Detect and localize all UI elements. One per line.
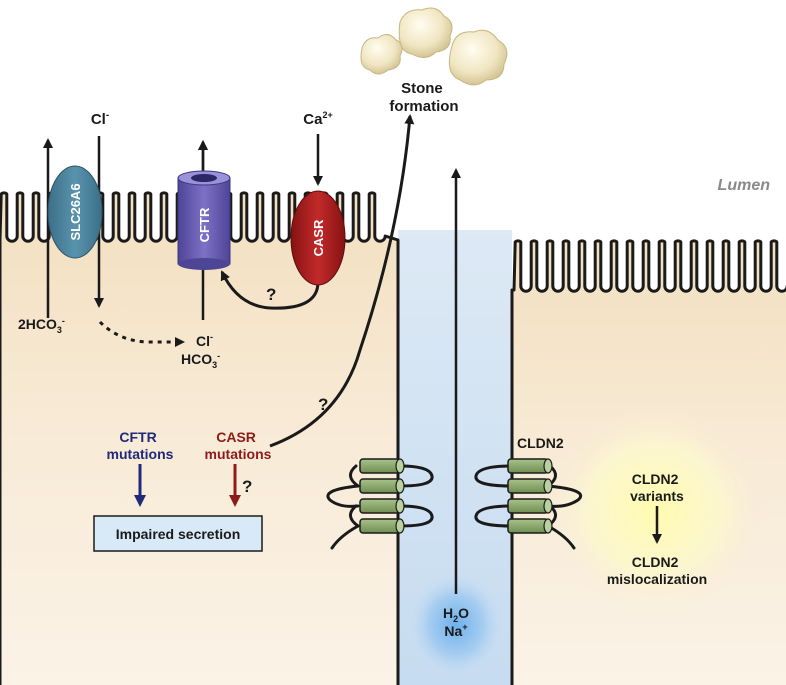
slc26a6-label: SLC26A6 [68,183,83,240]
hco3-bottom-label: HCO3- [181,351,220,370]
cftr-bottom [178,258,230,270]
cldn2-variants-label: CLDN2 variants [630,471,684,504]
ca-top-label: Ca2+ [303,110,332,128]
claudin-domain [507,518,553,534]
slc26a6-oval [47,165,103,259]
cftr-label: CFTR [197,207,212,242]
hco3-left-label: 2HCO3- [18,316,65,335]
variant-glow [545,405,765,615]
casr-oval [290,190,346,286]
cftr-mutations-label: CFTR mutations [107,429,174,462]
claudin-loop [330,524,360,550]
sodium-label: Na+ [444,622,467,639]
cl-top-label: Cl- [91,110,109,128]
question-mark-stone: ? [318,395,328,414]
impaired-secretion-box [93,515,263,552]
claudin-loop [546,484,583,508]
cl-recycle-dashed-arrow [98,320,185,347]
claudin-domain [359,518,405,534]
cftr-pore [191,174,217,182]
casr-receptor: Ca2+ CASR [220,110,346,310]
claudin-domain [507,478,553,494]
claudin-loop [398,504,434,528]
casr-label: CASR [311,219,326,256]
claudin-domain [507,458,553,474]
cftr-channel: CFTR [177,140,231,320]
claudin-loop [326,484,360,508]
claudin-loop [349,464,360,488]
casr-mutations-label: CASR mutations [205,429,272,462]
water-label: H2O [443,605,469,624]
cldn2-label: CLDN2 [517,435,564,451]
claudin-domain [359,498,405,514]
claudin-loop [398,464,434,488]
kidney-stones [360,7,508,86]
claudin-domain [359,478,405,494]
claudin-domain [359,458,405,474]
claudin-loop [474,504,514,528]
claudin-loop [474,464,514,488]
question-mark-casr-cftr: ? [266,285,276,304]
casr-to-stone-arrow [269,114,415,448]
casr-to-cftr-arrow [220,270,320,310]
cldn2-tight-junction [326,458,583,550]
claudin-domain [507,498,553,514]
slc26a6-transporter: SLC26A6 [43,136,104,318]
lumen-label: Lumen [718,177,771,194]
cldn2-mislocalization-label: CLDN2 mislocalization [607,554,707,587]
stone-formation-label: Stone formation [389,80,458,115]
impaired-secretion-label: Impaired secretion [116,526,241,542]
cl-bottom-label: Cl- [196,332,213,349]
question-mark-secretion: ? [242,477,252,496]
ion-glow [406,570,506,680]
